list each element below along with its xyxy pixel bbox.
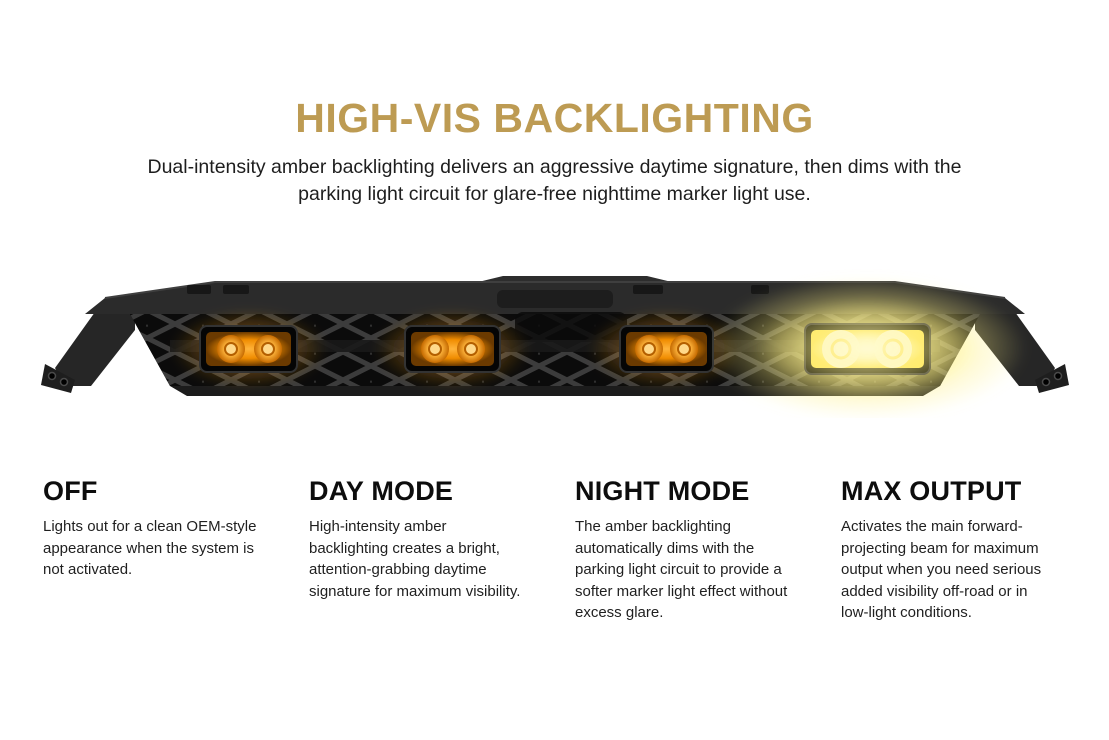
page-title: HIGH-VIS BACKLIGHTING xyxy=(295,95,814,141)
feature-max-output: MAX OUTPUT Activates the main forward-pr… xyxy=(841,476,1057,624)
feature-day-mode-heading: DAY MODE xyxy=(309,476,454,506)
feature-night-mode-body: The amber backlighting automatically dim… xyxy=(575,518,788,621)
feature-off-heading: OFF xyxy=(43,476,98,506)
hero-section: HIGH-VIS BACKLIGHTING Dual-intensity amb… xyxy=(0,95,1109,208)
feature-night-mode-heading: NIGHT MODE xyxy=(575,476,750,506)
feature-columns: OFF Lights out for a clean OEM-style app… xyxy=(0,476,1109,624)
feature-night-mode: NIGHT MODE The amber backlighting automa… xyxy=(575,476,791,624)
feature-max-output-body: Activates the main forward-projecting be… xyxy=(841,518,1042,621)
feature-day-mode: DAY MODE High-intensity amber backlighti… xyxy=(309,476,525,624)
grille-product-image xyxy=(35,268,1075,420)
page-subtitle: Dual-intensity amber backlighting delive… xyxy=(147,156,962,205)
amber-light-pod-3 xyxy=(587,309,744,389)
feature-off-body: Lights out for a clean OEM-style appeara… xyxy=(43,518,257,578)
feature-off: OFF Lights out for a clean OEM-style app… xyxy=(43,476,259,624)
max-output-light-pod xyxy=(706,276,1027,420)
feature-max-output-heading: MAX OUTPUT xyxy=(841,476,1022,506)
amber-light-pod-2 xyxy=(373,309,530,389)
feature-day-mode-body: High-intensity amber backlighting create… xyxy=(309,518,521,600)
grille-illustration xyxy=(40,276,1069,420)
amber-light-pod-1 xyxy=(170,309,327,389)
